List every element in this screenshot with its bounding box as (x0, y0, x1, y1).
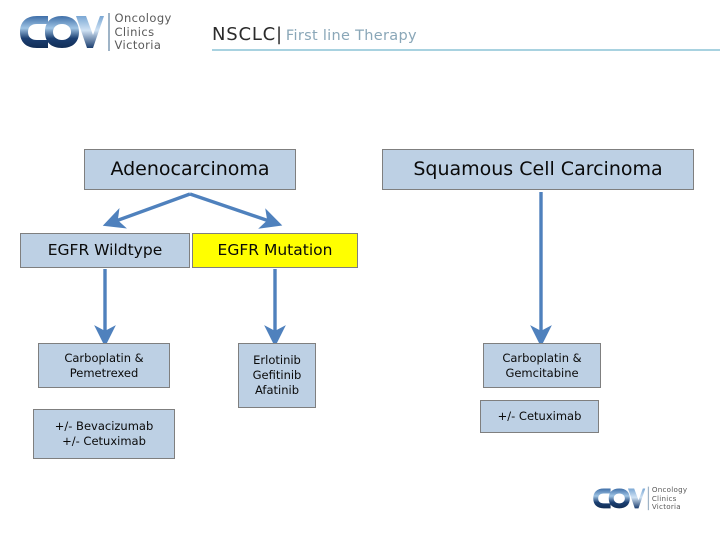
node-squamous-cell-carcinoma[interactable]: Squamous Cell Carcinoma (382, 149, 694, 190)
logo-line-1: Oncology (651, 485, 688, 495)
page-title-main: NSCLC| (212, 24, 283, 45)
logo-line-2: Clinics (114, 24, 155, 39)
logo-line-3: Victoria (114, 38, 162, 52)
page-title-sub: First line Therapy (285, 28, 417, 44)
node-egfr-tki-options[interactable]: Erlotinib Gefitinib Afatinib (238, 343, 316, 408)
header-divider-rule (212, 49, 720, 51)
node-bevacizumab-cetuximab[interactable]: +/- Bevacizumab +/- Cetuximab (33, 409, 175, 459)
logo-line-2: Clinics (651, 493, 677, 503)
edge-adeno-to-egfr-mutation (189, 192, 283, 229)
page-title: NSCLC|First line Therapy (212, 24, 417, 45)
ocv-logo-header: Oncology Clinics Victoria (18, 11, 172, 53)
ocv-logo-icon (593, 488, 646, 509)
ocv-logo-wordmark: Oncology Clinics Victoria (652, 486, 687, 511)
node-cetuximab[interactable]: +/- Cetuximab (480, 400, 599, 433)
ocv-logo-footer: Oncology Clinics Victoria (592, 486, 687, 511)
node-adenocarcinoma[interactable]: Adenocarcinoma (84, 149, 296, 190)
logo-line-3: Victoria (651, 502, 681, 511)
ocv-logo-icon (20, 16, 104, 49)
logo-line-1: Oncology (114, 11, 172, 25)
node-egfr-mutation[interactable]: EGFR Mutation (192, 233, 358, 268)
node-egfr-wildtype[interactable]: EGFR Wildtype (20, 233, 190, 268)
edge-adeno-to-egfr-wildtype (102, 192, 191, 229)
node-carboplatin-gemcitabine[interactable]: Carboplatin & Gemcitabine (483, 343, 601, 388)
ocv-logo-wordmark: Oncology Clinics Victoria (114, 11, 172, 53)
logo-divider (108, 13, 110, 52)
logo-divider (647, 486, 649, 511)
node-carboplatin-pemetrexed[interactable]: Carboplatin & Pemetrexed (38, 343, 170, 388)
